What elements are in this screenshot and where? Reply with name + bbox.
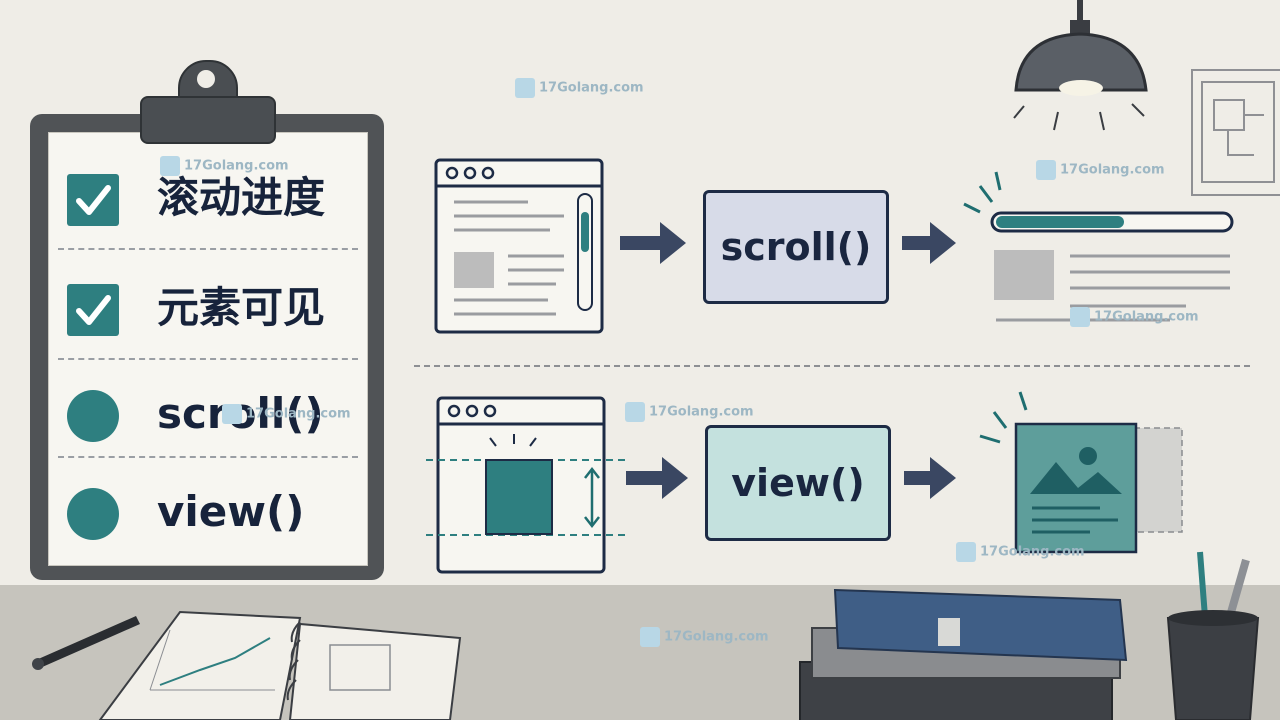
checklist-divider	[58, 248, 358, 250]
watermark: 17Golang.com	[160, 156, 289, 176]
watermark: 17Golang.com	[956, 542, 1085, 562]
watermark-text: 17Golang.com	[246, 406, 351, 422]
flow-divider	[414, 365, 1250, 367]
browser-window-scroll-icon	[434, 158, 604, 334]
watermark-text: 17Golang.com	[649, 404, 754, 420]
watermark-logo-icon	[515, 78, 535, 98]
watermark-logo-icon	[1036, 160, 1056, 180]
watermark-logo-icon	[222, 404, 242, 424]
checklist-label: 滚动进度	[157, 173, 326, 222]
wall-frame-icon	[1191, 69, 1280, 196]
arrow-right-icon	[620, 222, 956, 499]
clipboard-clip-hole	[197, 70, 215, 88]
watermark-text: 17Golang.com	[664, 629, 769, 645]
watermark-text: 17Golang.com	[184, 158, 289, 174]
image-card-icon	[979, 391, 1183, 554]
watermark: 17Golang.com	[515, 78, 644, 98]
watermark-text: 17Golang.com	[1060, 162, 1165, 178]
checklist-item-view-function: view()	[48, 454, 366, 562]
bullet-dot-icon	[67, 390, 119, 442]
checklist-divider	[58, 358, 358, 360]
watermark-logo-icon	[1070, 307, 1090, 327]
watermark-logo-icon	[160, 156, 180, 176]
pencil-cup-icon	[1166, 551, 1260, 720]
watermark: 17Golang.com	[1070, 307, 1199, 327]
checklist-label: view()	[157, 487, 305, 536]
checklist-item-element-visible: 元素可见	[48, 250, 366, 358]
watermark: 17Golang.com	[222, 404, 351, 424]
books-icon	[799, 588, 1128, 720]
clipboard-clip	[140, 96, 276, 144]
watermark: 17Golang.com	[1036, 160, 1165, 180]
notebook-icon	[98, 610, 462, 720]
progress-bar-icon	[963, 171, 1234, 322]
checkbox-checked-icon	[67, 284, 119, 336]
pen-icon	[32, 616, 140, 670]
watermark: 17Golang.com	[625, 402, 754, 422]
watermark-text: 17Golang.com	[539, 80, 644, 96]
bullet-dot-icon	[67, 488, 119, 540]
watermark-text: 17Golang.com	[980, 544, 1085, 560]
view-function-box: view()	[705, 425, 891, 541]
scroll-function-box: scroll()	[703, 190, 889, 304]
lamp-icon	[1013, 0, 1148, 131]
watermark-logo-icon	[640, 627, 660, 647]
checkbox-checked-icon	[67, 174, 119, 226]
checklist-label: 元素可见	[157, 283, 326, 332]
browser-window-view-icon	[426, 396, 626, 574]
watermark: 17Golang.com	[640, 627, 769, 647]
checklist-divider	[58, 456, 358, 458]
checklist-item-scroll-progress: 滚动进度	[48, 140, 366, 248]
watermark-logo-icon	[956, 542, 976, 562]
watermark-logo-icon	[625, 402, 645, 422]
watermark-text: 17Golang.com	[1094, 309, 1199, 325]
